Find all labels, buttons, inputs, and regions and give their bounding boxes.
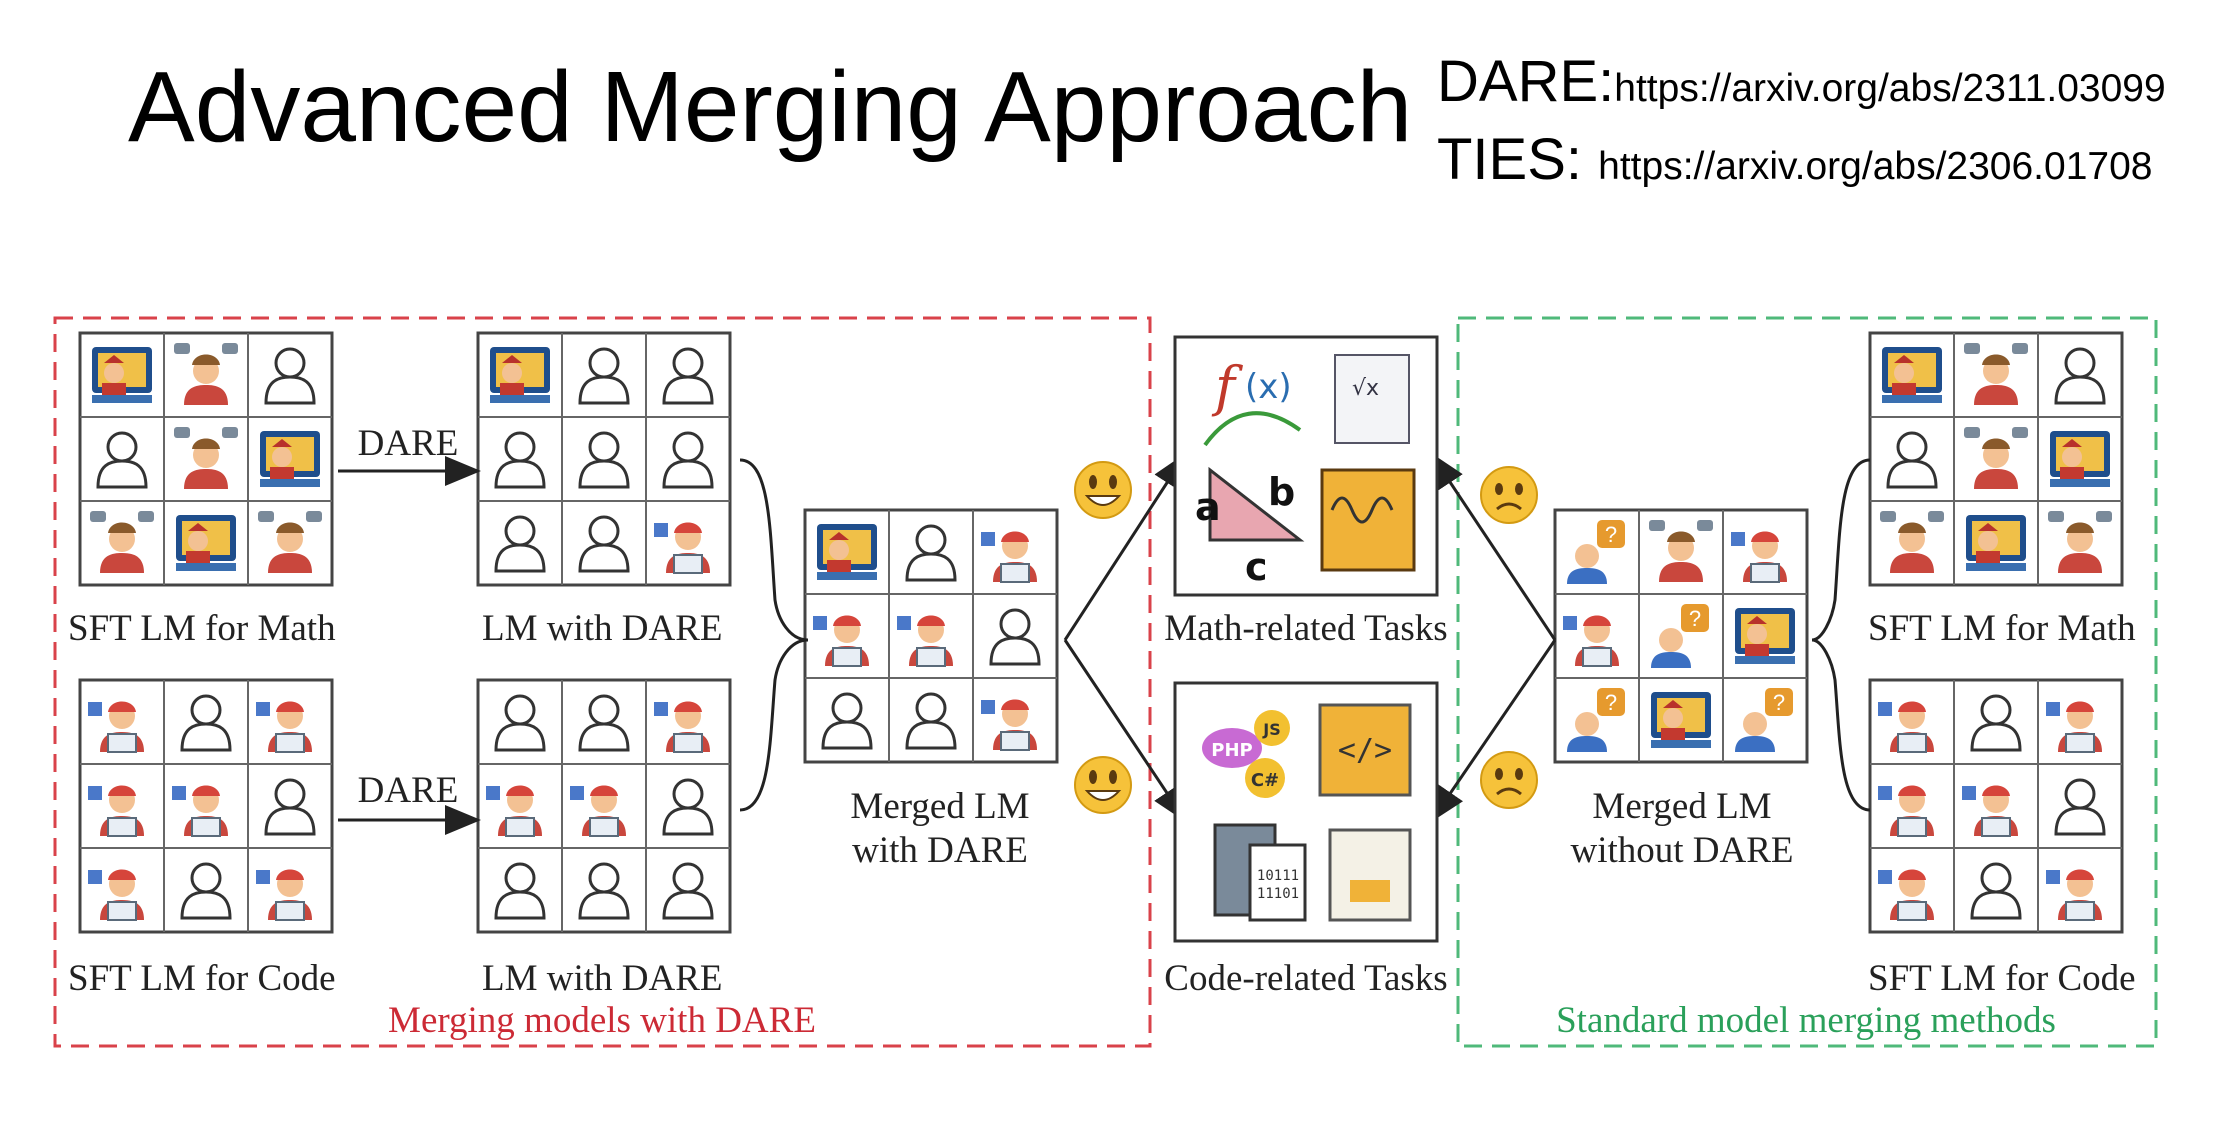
dare-key: DARE:	[1437, 49, 1615, 114]
math-task-icons: f (x) √x a b c	[1195, 354, 1416, 589]
standard-group-label: Standard model merging methods	[1556, 1000, 2056, 1041]
dare-group-label: Merging models with DARE	[388, 1000, 816, 1041]
code-tasks-caption: Code-related Tasks	[1164, 958, 1447, 999]
svg-text:10111: 10111	[1257, 868, 1299, 884]
sft-code-grid-right	[1868, 678, 2124, 934]
svg-text:c: c	[1245, 545, 1268, 589]
merged-dare-grid	[803, 508, 1059, 764]
ties-reference: TIES: https://arxiv.org/abs/2306.01708	[1437, 126, 2152, 193]
sft-math-grid-right	[1868, 331, 2124, 587]
svg-text:JS: JS	[1262, 720, 1280, 739]
lm-dare-grid-top	[476, 331, 732, 587]
svg-text:(x): (x)	[1245, 367, 1292, 407]
page-title: Advanced Merging Approach	[128, 51, 1413, 163]
math-tasks-caption: Math-related Tasks	[1164, 608, 1447, 649]
sad-face-icon	[1479, 465, 1539, 525]
svg-text:</>: </>	[1338, 733, 1392, 768]
sft-math-caption-right: SFT LM for Math	[1868, 608, 2136, 649]
happy-face-icon	[1074, 461, 1132, 519]
merged-dare-caption-2: with DARE	[852, 830, 1028, 871]
svg-text:C#: C#	[1251, 770, 1279, 791]
ties-key: TIES:	[1437, 127, 1599, 192]
happy-face-icon	[1074, 756, 1132, 814]
lm-dare-caption-bottom: LM with DARE	[482, 958, 723, 999]
dare-group-border	[53, 316, 1152, 1048]
merged-no-dare-grid	[1553, 508, 1809, 764]
dare-url[interactable]: https://arxiv.org/abs/2311.03099	[1614, 67, 2166, 110]
ties-url[interactable]: https://arxiv.org/abs/2306.01708	[1598, 145, 2153, 188]
sft-code-grid-left	[78, 678, 334, 934]
sft-code-caption-left: SFT LM for Code	[68, 958, 336, 999]
merged-dare-caption-1: Merged LM	[850, 786, 1029, 827]
lm-dare-grid-bottom	[476, 678, 732, 934]
svg-text:11101: 11101	[1257, 886, 1299, 902]
dare-reference: DARE:https://arxiv.org/abs/2311.03099	[1437, 48, 2166, 115]
sft-math-grid-left	[78, 331, 334, 587]
code-task-icons: PHP JS C# </> 10111 11101	[1202, 703, 1412, 922]
merged-no-dare-caption-2: without DARE	[1570, 830, 1793, 871]
sft-math-caption-left: SFT LM for Math	[68, 608, 336, 649]
dare-arrow-label-top: DARE	[358, 423, 459, 464]
svg-text:PHP: PHP	[1211, 740, 1252, 761]
svg-text:a: a	[1195, 485, 1221, 529]
merged-no-dare-caption-1: Merged LM	[1592, 786, 1771, 827]
dare-arrow-label-bottom: DARE	[358, 770, 459, 811]
lm-dare-caption-top: LM with DARE	[482, 608, 723, 649]
standard-group-border	[1456, 316, 2158, 1048]
sad-face-icon	[1479, 750, 1539, 810]
sft-code-caption-right: SFT LM for Code	[1868, 958, 2136, 999]
svg-text:b: b	[1268, 470, 1295, 514]
svg-text:√x: √x	[1352, 376, 1379, 401]
